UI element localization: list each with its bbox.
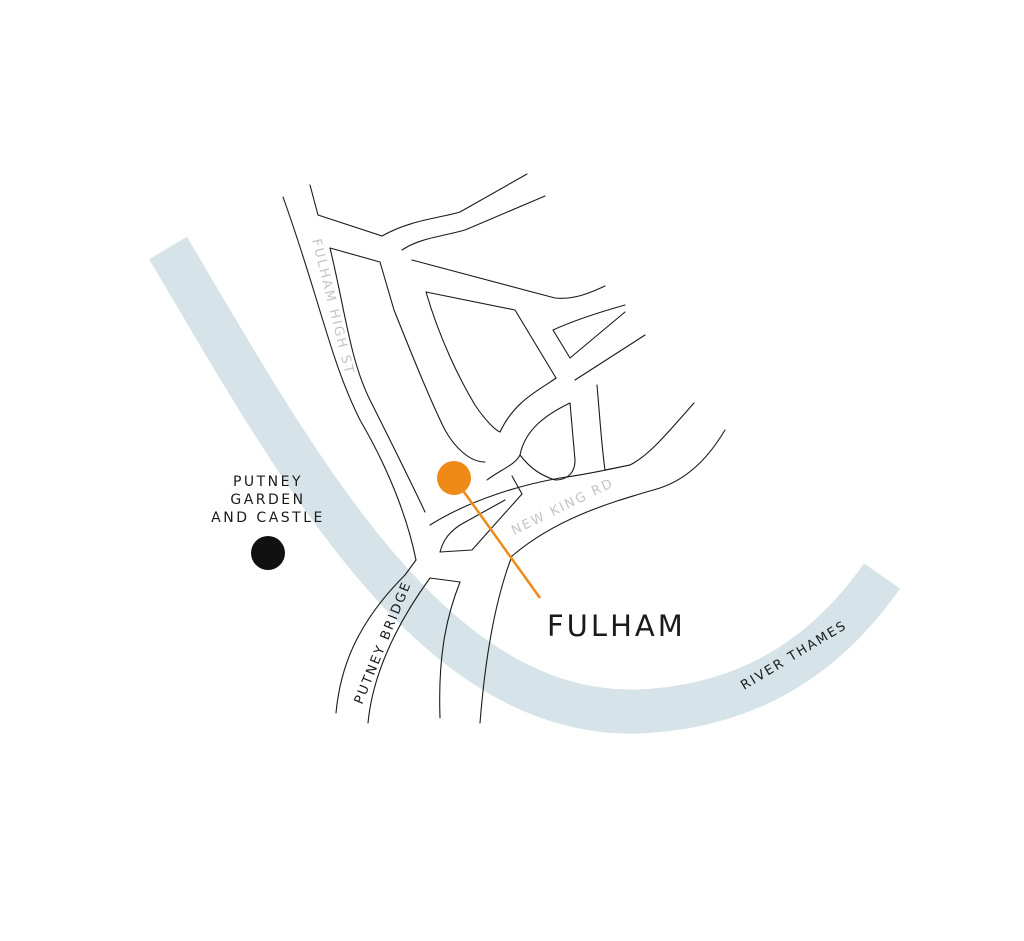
street-middle-a <box>411 259 606 299</box>
street-south-c <box>429 577 461 583</box>
street-putney-bridge-west <box>335 559 417 714</box>
street-top-left-south <box>329 247 395 311</box>
street-middle-b <box>425 291 557 379</box>
street-right-inner <box>519 402 576 481</box>
river-thames <box>149 236 900 734</box>
street-right-lower-a <box>596 384 695 471</box>
street-northeast-b <box>401 195 546 251</box>
street-right-upper-b <box>552 304 626 331</box>
area-label-fulham: FULHAM <box>547 609 686 643</box>
black-dot-icon <box>251 536 285 570</box>
street-network <box>282 173 726 724</box>
street-south-a <box>439 581 461 719</box>
place-label-line-3: AND CASTLE <box>211 510 325 526</box>
street-fulham-high-st-west <box>282 196 417 561</box>
street-new-king-rd-triangle <box>439 475 523 553</box>
street-inner-block-west <box>393 309 486 463</box>
street-inner-curve <box>499 377 557 433</box>
place-label-line-1: PUTNEY <box>233 474 303 490</box>
fulham-marker: FULHAM <box>437 461 686 643</box>
place-putney-garden-and-castle: PUTNEY GARDEN AND CASTLE <box>211 474 325 570</box>
street-top-left <box>309 184 383 237</box>
street-south-b <box>479 555 513 724</box>
street-putney-bridge-east <box>367 577 431 724</box>
street-right-lower-b <box>486 454 521 481</box>
street-new-king-rd-north-edge <box>429 464 631 526</box>
place-label-line-2: GARDEN <box>230 492 305 508</box>
street-northeast-a <box>381 173 528 237</box>
street-fulham-high-st-east <box>329 247 426 513</box>
orange-pin-icon <box>437 461 471 495</box>
street-inner-block-east <box>425 291 501 433</box>
street-right-upper-c <box>574 334 646 381</box>
marker-leader-line <box>452 477 542 599</box>
street-right-upper-a <box>552 311 626 359</box>
street-new-king-rd-south <box>511 429 726 557</box>
street-new-king-rd-north <box>439 499 506 553</box>
